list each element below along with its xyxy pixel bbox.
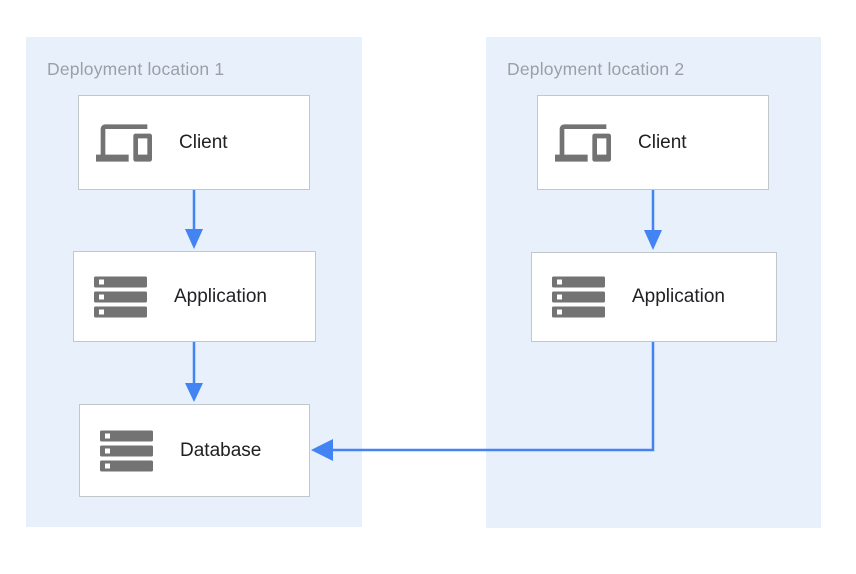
server-stack-icon: [94, 276, 147, 317]
node-application-1: Application: [73, 251, 316, 342]
node-application-2: Application: [531, 252, 777, 342]
node-database-1: Database: [79, 404, 310, 497]
node-client-2: Client: [537, 95, 769, 190]
deployment-location-1-panel: Deployment location 1 Client Application: [26, 37, 362, 527]
node-label-application-2: Application: [632, 286, 725, 307]
node-label-client-1: Client: [179, 131, 228, 153]
node-label-database-1: Database: [180, 439, 262, 461]
server-stack-icon: [100, 430, 153, 471]
deployment-location-2-title: Deployment location 2: [507, 59, 685, 79]
devices-icon: [96, 123, 152, 162]
deployment-location-2-panel: Deployment location 2 Client Application: [486, 37, 821, 528]
devices-icon: [555, 123, 611, 162]
node-label-application-1: Application: [174, 285, 267, 307]
server-stack-icon: [552, 276, 605, 318]
node-client-1: Client: [78, 95, 310, 190]
node-label-client-2: Client: [638, 131, 687, 153]
deployment-location-1-title: Deployment location 1: [47, 59, 225, 79]
